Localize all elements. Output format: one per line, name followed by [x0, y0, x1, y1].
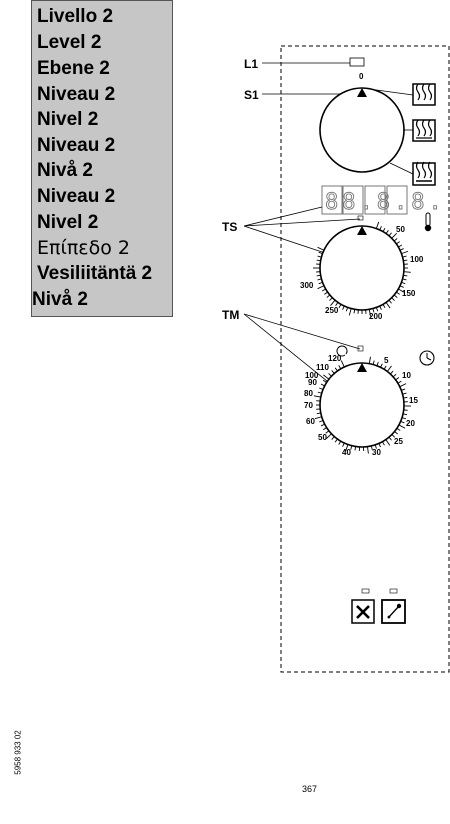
- level-label: Niveau 2: [37, 135, 116, 156]
- thermometer-icon: [424, 212, 432, 232]
- timer-tick: 100: [305, 371, 319, 380]
- timer-tick: 40: [342, 448, 351, 457]
- thermostat-knob[interactable]: [319, 225, 405, 311]
- label-ts: TS: [222, 220, 237, 234]
- dial-tick-mark: [399, 383, 407, 388]
- dial-tick-mark: [368, 309, 371, 317]
- level-label: Nivel 2: [37, 109, 99, 130]
- document-id: 5958 933 02: [13, 730, 23, 775]
- level-label: Livello 2: [37, 6, 114, 27]
- level-label: Niveau 2: [37, 186, 116, 207]
- display-digits: 88.8.8.: [325, 190, 446, 215]
- page-number: 367: [302, 784, 318, 794]
- timer-tick: 5: [384, 356, 389, 365]
- dial-tick-mark: [323, 374, 330, 380]
- thermostat-tick: 150: [402, 289, 416, 298]
- manual-symbol-icon: [336, 345, 348, 357]
- thermostat-tick: 200: [369, 312, 383, 321]
- timer-tick: 90: [308, 378, 317, 387]
- dial-tick-mark: [345, 444, 349, 452]
- clock-icon: [419, 350, 435, 366]
- timer-tick: 30: [372, 448, 381, 457]
- level-label: Nivel 2: [37, 212, 99, 233]
- timer-tick: 70: [304, 401, 313, 410]
- timer-tick: 10: [402, 371, 411, 380]
- dial-tick-mark: [398, 288, 405, 293]
- timer-tick: 50: [318, 433, 327, 442]
- dial-tick-mark: [385, 439, 391, 446]
- light-button[interactable]: [381, 599, 406, 624]
- dial-tick-mark: [330, 299, 336, 306]
- selector-zero-mark: 0: [359, 72, 364, 81]
- dial-tick-mark: [401, 250, 409, 255]
- dial-tick-mark: [367, 446, 369, 454]
- dial-tick-mark: [313, 395, 321, 398]
- label-s1: S1: [244, 88, 259, 102]
- dial-tick-mark: [368, 356, 371, 364]
- heat-mode-icon: [412, 161, 436, 186]
- digital-display: 88.8.8.: [321, 185, 446, 215]
- timer-tick: 120: [328, 354, 342, 363]
- dial-tick-mark: [317, 285, 325, 290]
- level-label: Level 2: [37, 32, 102, 53]
- heat-mode-icon: [412, 83, 436, 106]
- level-label: Nivå 2: [37, 160, 93, 181]
- dial-tick-mark: [375, 221, 380, 229]
- dial-tick-mark: [385, 302, 391, 309]
- label-l1: L1: [244, 57, 258, 71]
- thermostat-tick: 250: [325, 306, 339, 315]
- thermostat-tick: 100: [410, 255, 424, 264]
- label-tm: TM: [222, 308, 239, 322]
- selector-knob[interactable]: [319, 87, 405, 173]
- level-list-box: Livello 2 Level 2 Ebene 2 Niveau 2 Nivel…: [31, 0, 173, 317]
- dial-tick-mark: [314, 416, 322, 420]
- timer-tick: 80: [304, 389, 313, 398]
- timer-pointer: [357, 363, 367, 372]
- dial-tick-mark: [340, 360, 345, 368]
- timer-tick: 25: [394, 437, 403, 446]
- level-label: Επίπεδο 2: [37, 237, 130, 259]
- dial-tick-mark: [403, 271, 411, 273]
- thermostat-tick: 50: [396, 225, 405, 234]
- indicator-lamp: [349, 57, 365, 67]
- heat-mode-icon: [412, 119, 436, 142]
- dial-tick-mark: [317, 246, 325, 251]
- dial-tick-mark: [391, 233, 397, 239]
- timer-tick: 60: [306, 417, 315, 426]
- level-label: Vesiliitäntä 2: [37, 263, 153, 284]
- level-label: Nivå 2: [32, 289, 88, 310]
- thermostat-tick: 300: [300, 281, 314, 290]
- selector-pointer: [357, 88, 367, 97]
- thermostat-pointer: [357, 226, 367, 235]
- dial-tick-mark: [326, 433, 332, 439]
- timer-tick: 15: [409, 396, 418, 405]
- dial-tick-mark: [386, 365, 392, 372]
- timer-tick: 20: [406, 419, 415, 428]
- level-label: Ebene 2: [37, 58, 110, 79]
- timer-knob[interactable]: [319, 362, 405, 448]
- dial-tick-mark: [348, 308, 352, 316]
- panel-outline: [280, 45, 450, 673]
- timer-tick: 110: [316, 363, 329, 372]
- dial-tick-mark: [398, 424, 406, 429]
- level-label: Niveau 2: [37, 84, 116, 105]
- fan-button[interactable]: [351, 599, 375, 624]
